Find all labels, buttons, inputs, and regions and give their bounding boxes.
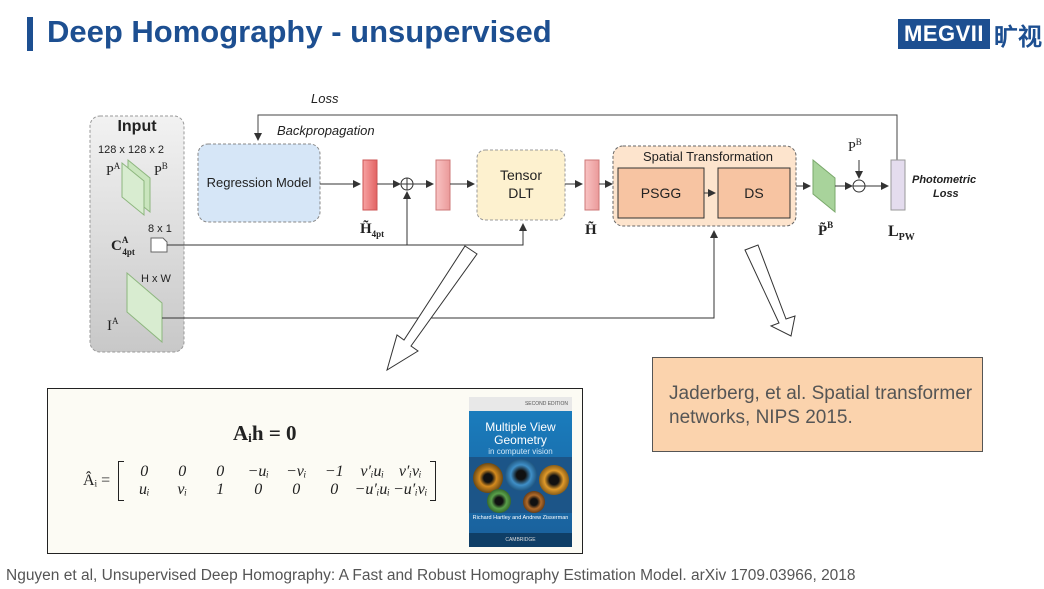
citation-footer: Nguyen et al, Unsupervised Deep Homograp… xyxy=(6,567,856,584)
book-cover: SECOND EDITION Multiple View Geometry in… xyxy=(469,397,572,547)
psgg-label: PSGG xyxy=(641,185,681,201)
lpw-label: LPW xyxy=(888,223,915,243)
book-edition: SECOND EDITION xyxy=(469,397,572,411)
input-label: Input xyxy=(117,118,157,135)
c4-size-label: 8 x 1 xyxy=(148,223,172,235)
h4pt-label: H̃4pt xyxy=(360,220,384,239)
loss-label: Loss xyxy=(311,91,339,106)
book-publisher: CAMBRIDGE xyxy=(469,533,572,547)
reference-text: Jaderberg, et al. Spatial transformer ne… xyxy=(669,383,973,428)
book-title: Multiple View Geometry xyxy=(485,420,556,447)
loss-feedback-line xyxy=(254,114,898,160)
book-subtitle: in computer vision xyxy=(488,447,553,456)
spatial-label: Spatial Transformation xyxy=(643,149,773,164)
photometric-label: Photometric xyxy=(912,174,976,186)
pa-label: PA xyxy=(106,161,121,179)
photometric-loss-label: Loss xyxy=(933,188,959,200)
h-tilde-layer xyxy=(584,159,600,211)
st-pointer-arrow xyxy=(744,244,796,337)
c4-to-dlt-arrow xyxy=(407,223,527,246)
tensor-dlt-box xyxy=(476,149,566,221)
dlt-pointer-arrow xyxy=(386,245,478,372)
pb-label: PB xyxy=(154,161,168,179)
tensor-label: Tensor xyxy=(500,167,542,183)
megvii-logo: MEGVII 旷视 xyxy=(898,18,1043,51)
pbt-label: P̃B xyxy=(818,220,833,239)
slide-title: Deep Homography - unsupervised xyxy=(47,14,552,49)
logo-cn-text: 旷视 xyxy=(994,22,1043,51)
formula-lhs: Âᵢ = xyxy=(83,472,111,489)
hw-label: H x W xyxy=(141,273,172,285)
logo-text: MEGVII xyxy=(898,19,991,49)
ds-box xyxy=(717,167,791,219)
book-eyes-image xyxy=(469,457,572,513)
psgg-box xyxy=(617,167,705,219)
reference-panel: Jaderberg, et al. Spatial transformer ne… xyxy=(652,357,983,452)
book-authors: Richard Hartley and Andrew Zisserman xyxy=(472,515,569,521)
title-accent-bar xyxy=(27,17,33,51)
image-a-shape xyxy=(126,271,163,344)
warped-patch-shape xyxy=(812,158,836,214)
dlt-label: DLT xyxy=(508,185,534,201)
c4-document-icon xyxy=(150,237,168,253)
h-tilde-label: H̃ xyxy=(585,221,597,238)
input-panel xyxy=(89,115,185,353)
regression-model-box xyxy=(197,143,321,223)
ia-label: IA xyxy=(107,316,119,334)
backprop-label: Backpropagation xyxy=(277,123,375,138)
ds-label: DS xyxy=(744,185,763,201)
intermediate-layer xyxy=(435,159,451,211)
formula-line-1: Aᵢh = 0 xyxy=(233,421,297,445)
patch-a-shape xyxy=(121,161,145,217)
pb2-label: PB xyxy=(848,137,862,155)
input-size-label: 128 x 128 x 2 xyxy=(98,144,164,156)
image-to-st-arrow xyxy=(162,230,718,319)
photometric-loss-layer xyxy=(890,159,906,211)
h4pt-layer xyxy=(362,159,378,211)
regression-label: Regression Model xyxy=(207,175,312,190)
